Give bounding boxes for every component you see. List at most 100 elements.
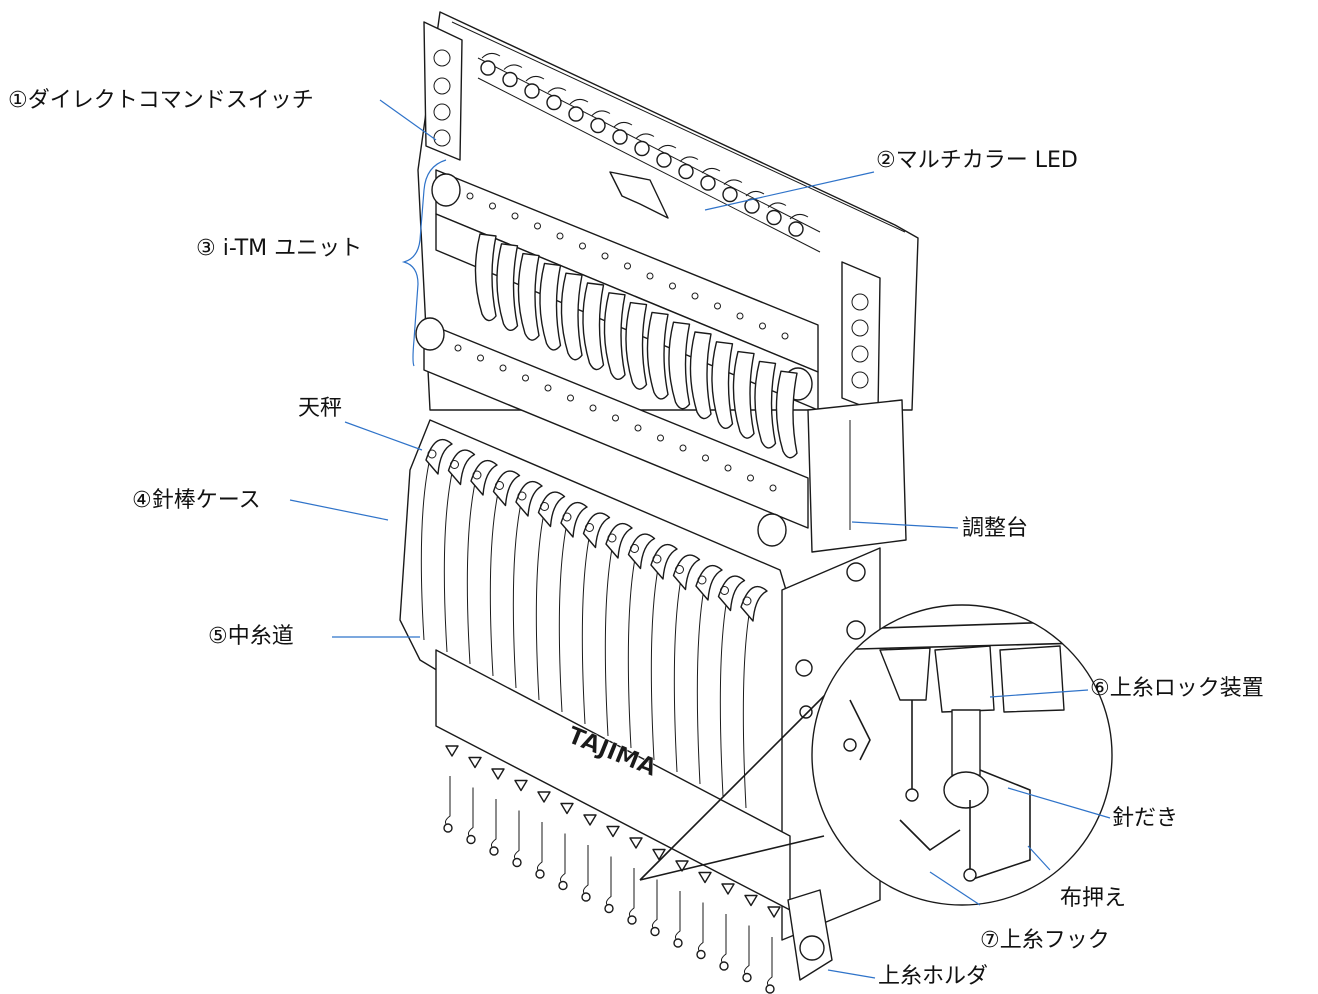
tension-knob	[524, 83, 540, 99]
lever-pivot	[585, 523, 594, 532]
label-upper-thread-lock: ⑥上糸ロック装置	[1090, 676, 1264, 701]
thread-hook-marker	[652, 848, 666, 861]
thread-hook-marker	[583, 814, 597, 826]
screw-dot	[634, 424, 642, 432]
lever-pivot	[472, 470, 482, 480]
tension-knob	[568, 106, 584, 122]
needle-tip	[604, 903, 614, 914]
tension-knob	[480, 60, 496, 76]
lever-pivot	[495, 481, 504, 490]
thread-guide	[767, 202, 787, 208]
tension-knob	[678, 163, 694, 180]
thread-hook-marker	[606, 825, 620, 838]
needle-bar	[697, 902, 704, 953]
itm-tension-arm	[668, 321, 691, 410]
itm-tension-arm	[496, 243, 519, 331]
lever-pivot	[720, 586, 729, 595]
screw-dot	[589, 404, 597, 412]
tension-knob	[590, 117, 606, 134]
thread-hook-marker	[514, 779, 528, 792]
screw-dot	[612, 414, 619, 422]
thread-guide	[723, 179, 743, 185]
screw-dot	[466, 192, 474, 200]
takeup-lever	[627, 533, 656, 570]
screw-dot	[747, 474, 754, 482]
lever-pivot	[517, 491, 527, 501]
thread-hook-marker	[698, 871, 712, 884]
thread-hook-marker	[445, 745, 459, 757]
takeup-lever	[582, 512, 611, 549]
lever-pivot	[630, 544, 639, 553]
needle-tip	[673, 938, 683, 948]
needle-bar	[559, 833, 566, 884]
thread-guide	[481, 52, 501, 59]
case-rib	[420, 449, 433, 641]
itm-tension-arm	[517, 252, 540, 341]
needle-bar	[766, 937, 773, 988]
needle-tip	[627, 915, 637, 925]
label-upper-thread-holder: 上糸ホルダ	[878, 964, 989, 989]
screw-dot	[759, 322, 766, 330]
needle-bar	[720, 914, 727, 965]
screw-dot	[534, 222, 541, 230]
screw-dot	[454, 344, 462, 352]
thread-guide	[679, 156, 699, 162]
lever-pivot	[427, 449, 437, 459]
direct-command-switch-panel	[423, 21, 463, 161]
tension-knob	[788, 221, 804, 237]
itm-tension-arm	[603, 292, 626, 380]
screw-dot	[601, 252, 609, 260]
tension-knob	[502, 71, 518, 88]
thread-hook-marker	[560, 802, 574, 815]
screw-dot	[511, 212, 519, 220]
takeup-lever	[470, 459, 498, 496]
tension-knob	[700, 175, 716, 191]
thread-guide	[503, 64, 523, 70]
lever-pivot	[675, 565, 684, 574]
upper-tension-knobs	[480, 52, 809, 237]
takeup-lever	[650, 543, 678, 580]
upper-thread-holder	[787, 889, 833, 981]
leader-lines	[289, 99, 1111, 979]
label-direct-command-switch: ①ダイレクトコマンドスイッチ	[8, 88, 314, 113]
needle-bar	[743, 925, 750, 976]
thread-guide	[701, 167, 721, 174]
adjust-base	[807, 399, 907, 553]
needle-tip	[535, 869, 545, 879]
needle-bar	[651, 879, 658, 930]
thread-guide	[657, 144, 677, 151]
itm-tension-arm	[754, 360, 777, 449]
screw-dot	[499, 364, 507, 372]
screw-dot	[567, 394, 574, 402]
itm-unit-bracket	[401, 159, 447, 367]
takeup-lever	[717, 575, 746, 612]
takeup-lever	[695, 564, 723, 601]
thread-guide	[613, 121, 633, 128]
screw-dot	[657, 434, 664, 442]
thread-guide	[591, 110, 611, 116]
takeup-lever	[425, 438, 453, 475]
thread-hook-marker	[468, 756, 482, 769]
label-middle-thread-guide: ⑤中糸道	[208, 624, 294, 649]
screw-dot	[624, 262, 631, 270]
takeup-lever	[537, 491, 566, 528]
thread-guide	[635, 133, 655, 139]
itm-tension-arm	[582, 282, 605, 371]
thread-hook-marker	[767, 906, 781, 918]
thread-guide	[569, 98, 589, 105]
tension-knob	[634, 140, 650, 157]
needle-tip	[558, 880, 568, 891]
label-presser-foot: 布押え	[1060, 886, 1127, 911]
needle-bar	[674, 891, 681, 942]
needle-bar	[490, 799, 497, 850]
right-switch-panel	[841, 261, 881, 413]
tension-knob	[546, 94, 562, 111]
screw-dot	[736, 312, 744, 320]
thread-hook-marker	[629, 837, 643, 849]
thread-hook-marker	[537, 791, 551, 803]
takeup-lever	[672, 554, 701, 591]
needle-bar	[536, 822, 543, 873]
itm-tension-arm	[711, 341, 734, 429]
screw-dot	[477, 354, 484, 362]
